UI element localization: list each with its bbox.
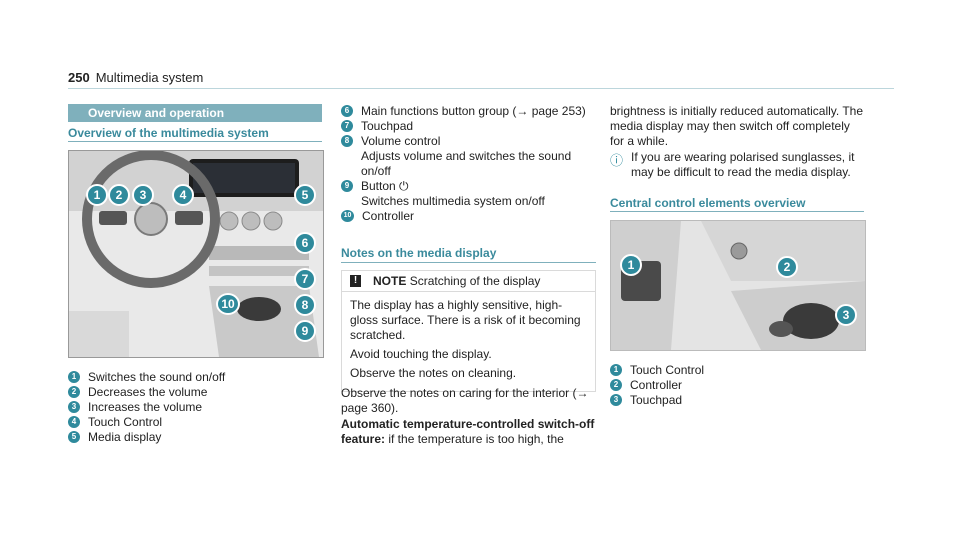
item-text: Volume control Adjusts volume and switch… (361, 134, 572, 178)
item-number: 1 (68, 371, 80, 383)
list-item: 5 Media display (68, 430, 322, 445)
callout-10: 10 (216, 293, 240, 315)
item-number: 6 (341, 105, 353, 117)
item-text: Touch Control (630, 363, 705, 377)
item-text: Touchpad (361, 119, 414, 133)
item-number: 9 (341, 180, 353, 192)
list-item: 8 Volume control Adjusts volume and switc… (341, 134, 596, 179)
item-text: Main functions button group (→ page 253) (361, 104, 586, 118)
list-item: 9 Button ⏻ Switches multimedia system on/… (341, 179, 596, 209)
list-item: 3 Touchpad (610, 393, 864, 408)
item-number: 10 (341, 210, 354, 222)
item-number: 3 (68, 401, 80, 413)
right-legend-list: 1 Touch Control 2 Controller 3 Touchpad (610, 363, 864, 408)
overview-subtitle-rule (68, 141, 322, 142)
item-number: 3 (610, 394, 622, 406)
list-item: 6 Main functions button group (→ page 253… (341, 104, 596, 119)
item-text: Media display (88, 430, 162, 444)
note-heading: Scratching of the display (409, 274, 541, 288)
notes-subtitle-rule (341, 262, 596, 263)
note-paragraph: Observe the notes on cleaning. (350, 366, 517, 380)
auto-switch-off-text: if the temperature is too high, the (385, 432, 564, 446)
item-text: Decreases the volume (88, 385, 208, 399)
callout-2: 2 (108, 184, 130, 206)
note-label: NOTE (373, 274, 407, 288)
central-control-subtitle: Central control elements overview (610, 196, 806, 210)
header-divider (68, 88, 894, 89)
item-text: Touch Control (88, 415, 163, 429)
page-number: 250 (68, 70, 90, 85)
left-legend-list: 1 Switches the sound on/off 2 Decreases th… (68, 370, 322, 445)
central-control-subtitle-rule (610, 211, 864, 212)
list-item: 4 Touch Control (68, 415, 322, 430)
item-number: 7 (341, 120, 353, 132)
control-callout-2: 2 (776, 256, 798, 278)
list-item: 10 Controller (341, 209, 596, 224)
callout-8: 8 (294, 294, 316, 316)
list-item: 3 Increases the volume (68, 400, 322, 415)
note-body: The display has a highly sensitive, high… (342, 292, 595, 391)
callout-1: 1 (86, 184, 108, 206)
notes-subtitle: Notes on the media display (341, 246, 497, 260)
callout-4: 4 (172, 184, 194, 206)
item-number: 5 (68, 431, 80, 443)
dashboard-illustration (69, 151, 323, 357)
list-item: 1 Touch Control (610, 363, 864, 378)
info-icon: ⓘ (610, 153, 624, 168)
middle-legend-list: 6 Main functions button group (→ page 253… (341, 104, 596, 224)
info-note: ⓘ If you are wearing polarised sunglasse… (610, 150, 866, 180)
item-number: 1 (610, 364, 622, 376)
note-paragraph: The display has a highly sensitive, high… (350, 298, 581, 342)
note-header: ! NOTE Scratching of the display (342, 271, 595, 292)
control-callout-3: 3 (835, 304, 857, 326)
list-item: 2 Controller (610, 378, 864, 393)
dashboard-image (68, 150, 324, 358)
callout-6: 6 (294, 232, 316, 254)
auto-switch-off-paragraph: Automatic temperature-controlled switch-… (341, 417, 596, 447)
warning-icon: ! (350, 275, 361, 287)
callout-3: 3 (132, 184, 154, 206)
brightness-paragraph: brightness is initially reduced automati… (610, 104, 864, 148)
list-item: 2 Decreases the volume (68, 385, 322, 400)
control-elements-illustration (611, 221, 865, 350)
page-header-title: Multimedia system (95, 70, 204, 85)
observe-paragraph: Observe the notes on caring for the inte… (341, 386, 589, 415)
item-text: Touchpad (630, 393, 683, 407)
overview-subtitle: Overview of the multimedia system (68, 126, 269, 140)
item-text: Button ⏻ Switches multimedia system on/o… (361, 179, 545, 208)
info-text: If you are wearing polarised sunglasses,… (631, 150, 855, 179)
control-callout-1: 1 (620, 254, 642, 276)
item-number: 2 (68, 386, 80, 398)
section-title-bar: Overview and operation (68, 104, 322, 122)
note-box: ! NOTE Scratching of the display The dis… (341, 270, 596, 392)
control-elements-image (610, 220, 866, 351)
list-item: 7 Touchpad (341, 119, 596, 134)
item-text: Increases the volume (88, 400, 203, 414)
page-header: 250 Multimedia system (68, 70, 203, 85)
item-text: Switches the sound on/off (88, 370, 226, 384)
item-number: 2 (610, 379, 622, 391)
note-paragraph: Avoid touching the display. (350, 347, 492, 361)
item-text: Controller (362, 209, 415, 223)
list-item: 1 Switches the sound on/off (68, 370, 322, 385)
callout-9: 9 (294, 320, 316, 342)
item-number: 8 (341, 135, 353, 147)
callout-7: 7 (294, 268, 316, 290)
auto-switch-off-bold: Automatic temperature-controlled switch-… (341, 417, 595, 446)
item-number: 4 (68, 416, 80, 428)
callout-5: 5 (294, 184, 316, 206)
item-text: Controller (630, 378, 683, 392)
